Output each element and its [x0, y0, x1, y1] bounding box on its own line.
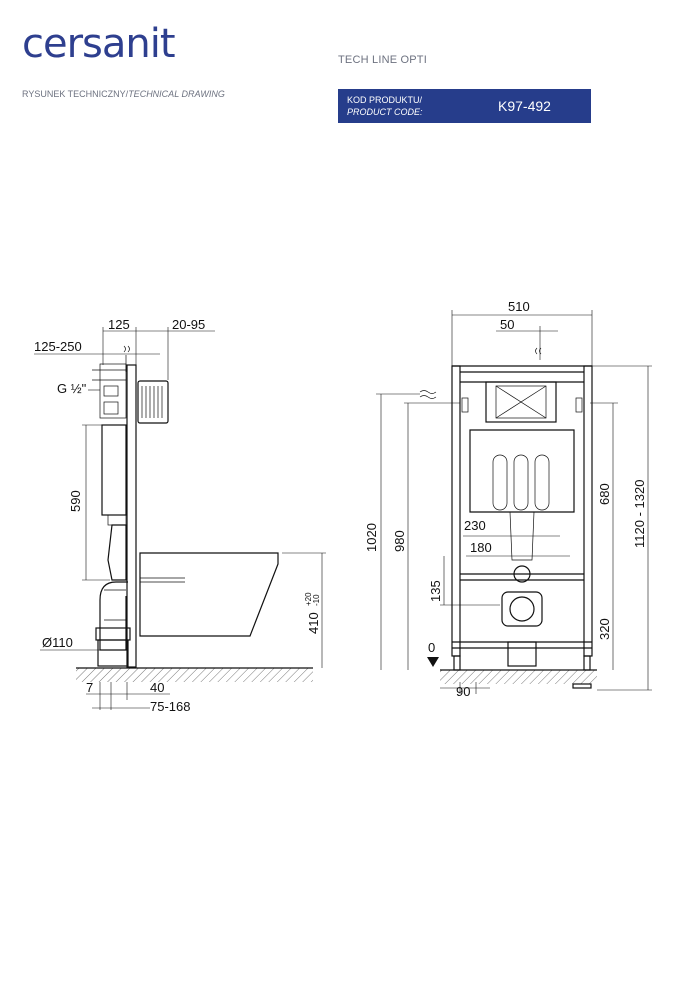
dim-side-pipe: Ø110 — [42, 635, 73, 650]
front-floor — [440, 670, 597, 684]
dim-side-depth: 125 — [108, 317, 130, 332]
water-supply-icon — [419, 390, 437, 399]
side-valve-box — [99, 363, 127, 419]
dim-front-tank: 680 — [597, 483, 612, 505]
side-floor — [76, 668, 313, 682]
dim-front-320: 320 — [597, 618, 612, 640]
dim-front-zero: 0 — [428, 640, 435, 655]
drawing-subtitle: RYSUNEK TECHNICZNY/TECHNICAL DRAWING — [22, 89, 225, 99]
dim-front-1020: 1020 — [364, 523, 379, 552]
front-view: 510 50 1020 980 680 1120 - 1320 230 180 … — [364, 299, 652, 699]
side-flush-plate — [137, 380, 169, 424]
side-toilet-bowl — [139, 552, 279, 637]
front-frame-left — [451, 365, 461, 657]
dim-front-180: 180 — [470, 540, 492, 555]
front-flush-opening — [485, 381, 557, 423]
drawing-label-en: TECHNICAL DRAWING — [128, 89, 225, 99]
dim-front-135: 135 — [428, 580, 443, 602]
side-frame-upright — [126, 364, 137, 668]
dim-front-980: 980 — [392, 530, 407, 552]
drawing-label: RYSUNEK TECHNICZNY/ — [22, 89, 129, 99]
code-value: K97-492 — [498, 98, 551, 114]
dim-side-b: 40 — [150, 680, 164, 695]
dim-front-width: 510 — [508, 299, 530, 314]
dim-side-tol-minus: -10 — [312, 594, 321, 606]
product-code-box: KOD PRODUKTU/ PRODUCT CODE: K97-492 — [338, 89, 591, 123]
dim-front-90: 90 — [456, 684, 470, 699]
side-valve — [103, 385, 119, 397]
dim-side-tol-plus: +20 — [304, 592, 313, 606]
front-drain — [501, 591, 543, 627]
front-cistern — [469, 429, 575, 513]
code-label-pl: KOD PRODUKTU/ — [347, 95, 423, 105]
water-inlet-icon — [535, 347, 542, 355]
dim-side-range-bottom: 75-168 — [150, 699, 190, 714]
front-outlet — [513, 565, 531, 583]
dim-side-bowl: 410 — [306, 612, 321, 634]
front-foot — [572, 683, 592, 689]
label-thread: G ½" — [57, 381, 87, 396]
side-view: 125 20-95 125-250 G ½" 590 Ø110 7 40 75-… — [34, 317, 326, 714]
brand-logo: cersanit — [22, 21, 176, 67]
front-frame-right — [583, 365, 593, 657]
dim-side-supply: 125-250 — [34, 339, 82, 354]
product-name: TECH LINE OPTI — [338, 54, 427, 66]
zero-marker-icon — [427, 657, 439, 667]
dim-front-total: 1120 - 1320 — [632, 480, 647, 548]
side-cistern — [101, 424, 127, 516]
dim-front-230: 230 — [464, 518, 486, 533]
dim-side-range: 20-95 — [172, 317, 205, 332]
code-label-en: PRODUCT CODE: — [347, 107, 423, 117]
dim-front-offset: 50 — [500, 317, 514, 332]
dim-side-tank: 590 — [68, 490, 83, 512]
dim-side-a: 7 — [86, 680, 93, 695]
